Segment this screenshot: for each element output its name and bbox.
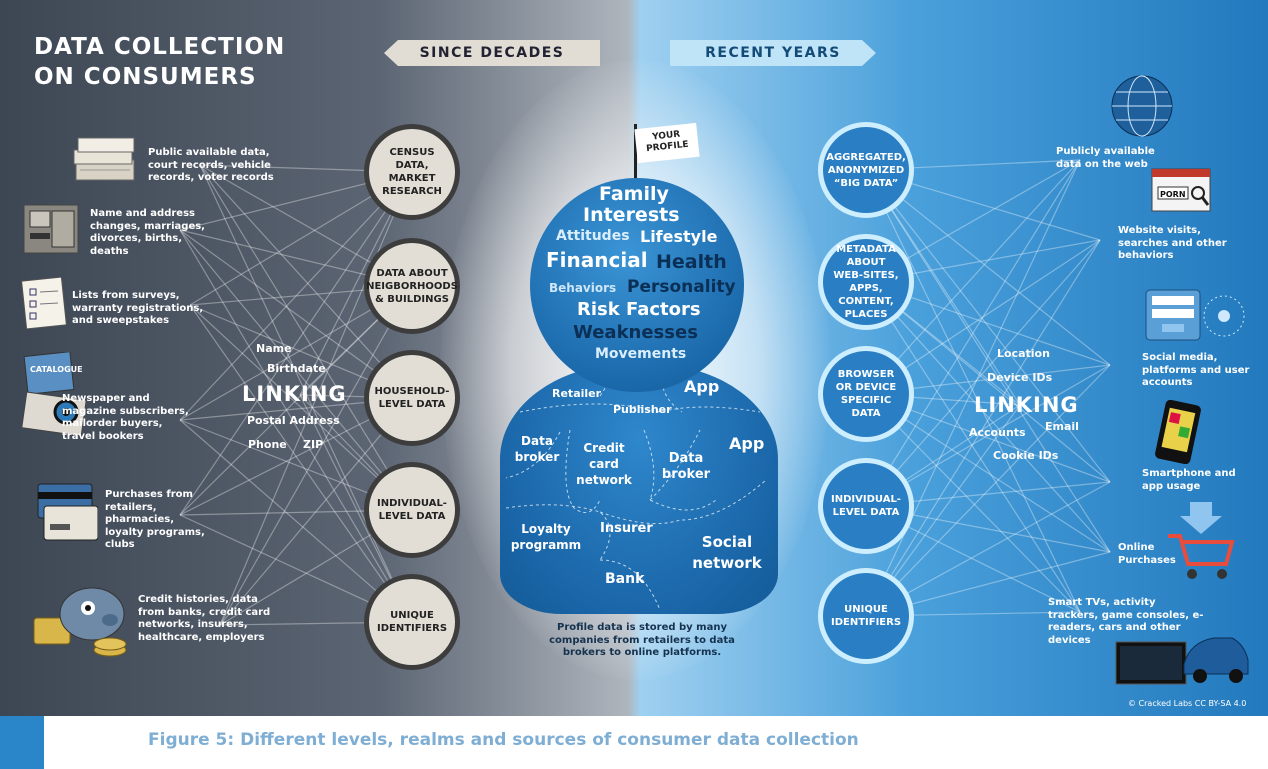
profile-word-behaviors: Behaviors [549,281,617,295]
body-publisher: Publisher [613,403,672,416]
body-app-2: App [729,434,765,453]
title-line-1: DATA COLLECTION [34,34,286,60]
left-circle-unique-ids: UNIQUE IDENTIFIERS [364,574,460,670]
body-data-broker-2: Data broker [661,451,711,482]
body-dividers [0,0,1268,716]
footer-accent-bar [0,716,44,769]
right-circle-browser: BROWSER OR DEVICE SPECIFIC DATA [818,346,914,442]
linking-right-device-ids: Device IDs [987,371,1053,384]
body-retailer: Retailer [552,387,602,400]
login-icon [1145,289,1245,341]
linking-right-word: LINKING [974,393,1079,417]
profile-body [500,364,778,614]
source-credit-histories: Credit histories, data from banks, credi… [138,594,271,643]
source-smartphone: Smartphone and app usage [1142,468,1236,492]
left-circle-census: CENSUS DATA, MARKET RESEARCH [364,124,460,220]
right-circle-unique-ids: UNIQUE IDENTIFIERS [818,568,914,664]
svg-text:PORN: PORN [1160,190,1186,199]
left-circle-neighborhoods: DATA ABOUT NEIGBORHOODS & BUILDINGS [364,238,460,334]
profile-word-weaknesses: Weaknesses [573,322,698,343]
banner-recent-years: RECENT YEARS [670,40,876,66]
source-online-purchases: Online Purchases [1118,542,1176,566]
linking-left-phone: Phone [248,438,287,451]
right-circle-metadata: METADATA ABOUT WEB-SITES, APPS, CONTENT,… [818,234,914,330]
left-circle-household: HOUSEHOLD-LEVEL DATA [364,350,460,446]
profile-head [530,178,744,392]
mailbox-icon [23,204,79,254]
license-credit: © Cracked Labs CC BY-SA 4.0 [1128,699,1247,708]
profile-word-risk: Risk Factors [577,299,701,320]
banner-since-decades: SINCE DECADES [384,40,600,66]
linking-left-birthdate: Birthdate [267,362,326,375]
linking-left-zip: ZIP [303,438,324,451]
figure-footer [0,716,1268,769]
linking-left-name: Name [256,342,292,355]
source-purchases: Purchases from retailers, pharmacies, lo… [105,489,205,550]
source-smart-devices: Smart TVs, activity trackers, game conso… [1048,597,1204,646]
source-newspaper: Newspaper and magazine subscribers, mail… [62,393,189,442]
right-circle-big-data: AGGREGATED, ANONYMIZED “BIG DATA” [818,122,914,218]
documents-icon [73,137,135,181]
profile-word-personality: Personality [627,277,736,297]
svg-text:CATALOGUE: CATALOGUE [30,365,83,374]
flag-pole [634,124,637,180]
profile-word-financial: Financial [546,248,648,272]
credit-card-icon [37,483,98,541]
linking-right-accounts: Accounts [969,426,1026,439]
source-surveys: Lists from surveys, warranty registratio… [72,290,204,326]
linking-right-email: Email [1045,420,1079,433]
newspaper-icon: CATALOGUE [21,352,87,437]
profile-caption: Profile data is stored by many companies… [549,622,735,658]
source-web-data: Publicly available data on the web [1056,146,1155,170]
survey-icon [21,277,67,329]
linking-right-location: Location [997,347,1050,360]
tv-car-icon [1115,637,1249,685]
browser-icon: PORN [1151,168,1211,212]
source-website-visits: Website visits, searches and other behav… [1118,225,1227,261]
body-data-broker-1: Data broker [514,434,560,464]
infographic-panel: DATA COLLECTION ON CONSUMERS SINCE DECAD… [0,0,1268,716]
shopping-cart-icon [1168,502,1235,579]
body-bank: Bank [605,571,645,587]
title-line-2: ON CONSUMERS [34,64,257,90]
body-app-1: App [684,377,720,396]
linking-left-postal: Postal Address [247,414,340,427]
source-public-data: Public available data, court records, ve… [148,147,274,183]
profile-word-family: Family [599,183,669,205]
right-circle-individual: INDIVIDUAL-LEVEL DATA [818,458,914,554]
figure-caption: Figure 5: Different levels, realms and s… [148,730,859,750]
source-name-address: Name and address changes, marriages, div… [90,208,205,257]
profile-word-health: Health [656,251,727,273]
body-insurer: Insurer [600,521,653,536]
profile-word-lifestyle: Lifestyle [640,227,718,246]
left-circle-individual: INDIVIDUAL-LEVEL DATA [364,462,460,558]
smartphone-icon [1155,400,1201,464]
body-credit-card-network: Credit card network [576,441,632,487]
piggy-bank-icon [33,587,127,657]
profile-word-movements: Movements [595,346,687,362]
body-loyalty-programm: Loyalty programm [510,522,582,552]
page-title: DATA COLLECTION ON CONSUMERS [34,32,285,92]
profile-word-interests: Interests [583,204,680,226]
profile-word-attitudes: Attitudes [556,228,630,244]
body-social-network: Social network [692,533,762,572]
source-social-media: Social media, platforms and user account… [1142,352,1250,388]
globe-icon [1111,75,1173,137]
linking-left-word: LINKING [242,382,347,406]
linking-right-cookie-ids: Cookie IDs [993,449,1059,462]
